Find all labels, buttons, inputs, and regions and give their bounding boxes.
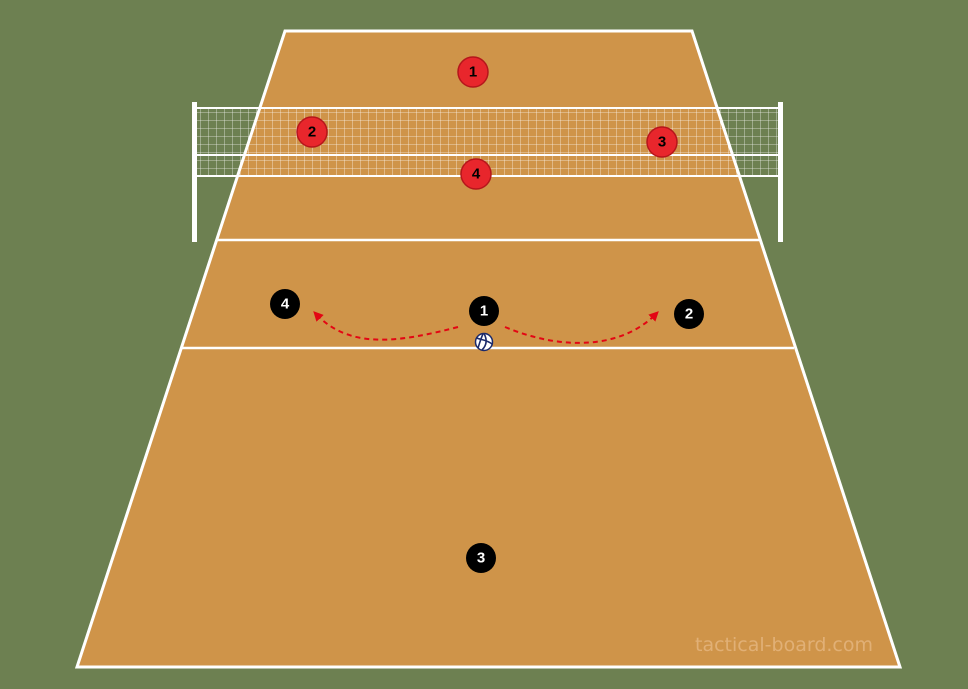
red-player-4[interactable]: 4 — [460, 158, 492, 190]
black-player-4-number: 4 — [281, 296, 290, 313]
red-player-2-number: 2 — [308, 124, 316, 141]
watermark-text: tactical-board.com — [695, 634, 873, 656]
black-player-1-number: 1 — [480, 303, 488, 320]
movement-arrow-left — [313, 311, 459, 341]
black-player-1[interactable]: 1 — [469, 296, 499, 326]
movement-arrow-right — [504, 311, 659, 344]
black-player-3[interactable]: 3 — [466, 543, 496, 573]
red-player-3-number: 3 — [658, 134, 666, 151]
red-player-1[interactable]: 1 — [457, 56, 489, 88]
team-black: 1 2 3 4 — [270, 289, 704, 573]
red-player-3[interactable]: 3 — [646, 126, 678, 158]
black-player-3-number: 3 — [477, 550, 485, 567]
volleyball-icon[interactable] — [474, 332, 494, 352]
red-player-4-number: 4 — [472, 166, 481, 183]
black-player-4[interactable]: 4 — [270, 289, 300, 319]
team-red: 1 2 3 4 — [296, 56, 678, 190]
black-player-2[interactable]: 2 — [674, 299, 704, 329]
red-player-1-number: 1 — [469, 64, 477, 81]
net-post-left — [192, 102, 197, 242]
black-player-2-number: 2 — [685, 306, 693, 323]
red-player-2[interactable]: 2 — [296, 116, 328, 148]
net-post-right — [778, 102, 783, 242]
